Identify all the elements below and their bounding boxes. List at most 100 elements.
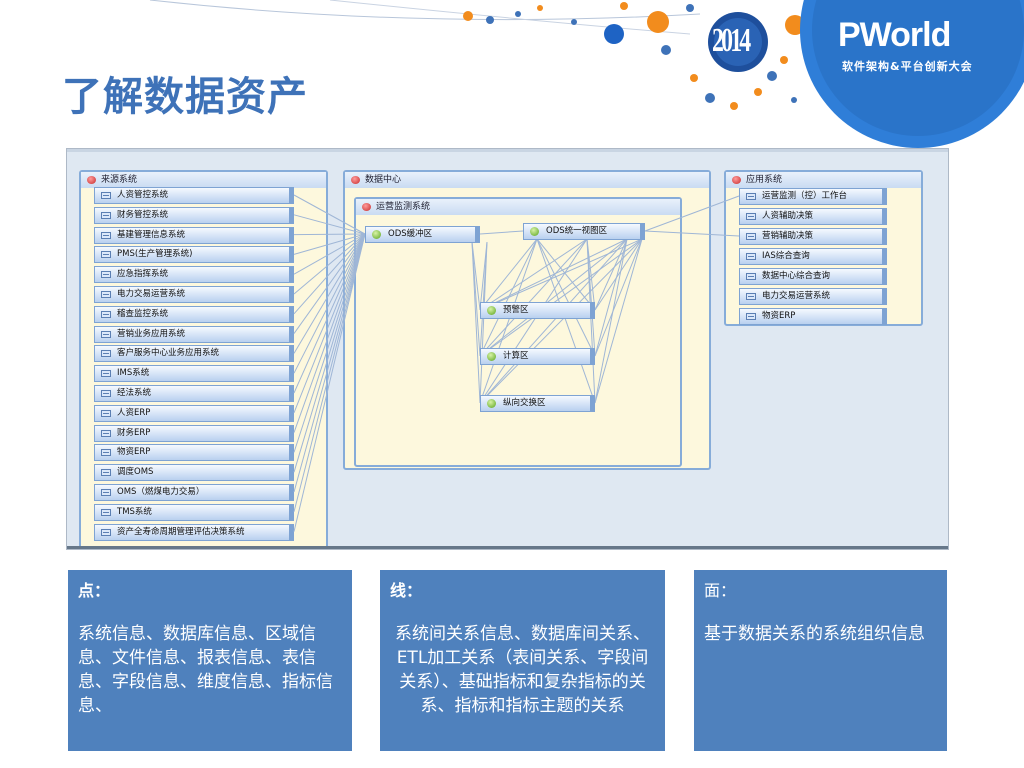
table-icon bbox=[101, 390, 111, 397]
table-icon bbox=[746, 193, 756, 200]
app-item-1-label: 运营监测（控）工作台 bbox=[762, 191, 848, 201]
source-item-18[interactable]: 资产全寿命周期管理评估决策系统 bbox=[94, 523, 294, 541]
app-item-7-label: 物资ERP bbox=[762, 311, 796, 321]
source-item-13[interactable]: 财务ERP bbox=[94, 424, 294, 442]
node-edge-marker bbox=[289, 306, 293, 322]
app-item-6[interactable]: 电力交易运营系统 bbox=[739, 288, 887, 305]
expand-plus-icon bbox=[487, 306, 496, 315]
source-item-6[interactable]: 电力交易运营系统 bbox=[94, 286, 294, 303]
ops-monitor-header[interactable]: 运营监测系统 bbox=[356, 199, 680, 215]
table-icon bbox=[101, 330, 111, 338]
table-icon bbox=[101, 350, 111, 358]
table-icon bbox=[101, 271, 111, 279]
table-icon bbox=[101, 251, 111, 259]
node-edge-marker bbox=[640, 224, 644, 239]
ods-buffer-node-label: ODS缓冲区 bbox=[388, 229, 433, 239]
app-item-7[interactable]: 物资ERP bbox=[739, 308, 887, 325]
table-icon bbox=[101, 231, 111, 239]
source-item-2[interactable]: 财务管控系统 bbox=[94, 206, 294, 224]
node-edge-marker bbox=[289, 485, 293, 500]
alert-zone-node[interactable]: 预警区 bbox=[480, 302, 595, 319]
collapse-dot-icon[interactable] bbox=[351, 176, 360, 184]
vertical-exchange-node-label: 纵向交换区 bbox=[503, 398, 546, 408]
app-item-3-label: 营销辅助决策 bbox=[762, 231, 814, 241]
slide-title: 了解数据资产 bbox=[62, 74, 308, 120]
header-decoration bbox=[149, 0, 1024, 148]
card-surface: 面： 基于数据关系的系统组织信息 bbox=[694, 570, 947, 751]
source-item-15[interactable]: 调度OMS bbox=[94, 464, 294, 482]
node-edge-marker bbox=[882, 209, 886, 224]
source-systems-header[interactable]: 来源系统 bbox=[81, 172, 326, 188]
expand-plus-icon bbox=[487, 352, 496, 361]
table-icon bbox=[101, 528, 111, 536]
node-edge-marker bbox=[882, 289, 886, 304]
table-icon bbox=[746, 313, 756, 320]
app-systems-header[interactable]: 应用系统 bbox=[726, 172, 921, 188]
table-icon bbox=[746, 273, 756, 280]
source-item-1[interactable]: 人资管控系统 bbox=[94, 187, 294, 204]
source-item-5[interactable]: 应急指挥系统 bbox=[94, 266, 294, 284]
table-icon bbox=[746, 293, 756, 300]
node-edge-marker bbox=[882, 249, 886, 264]
app-item-1[interactable]: 运营监测（控）工作台 bbox=[739, 188, 887, 205]
source-item-9[interactable]: 客户服务中心业务应用系统 bbox=[94, 345, 294, 363]
source-item-11[interactable]: 经法系统 bbox=[94, 385, 294, 402]
source-item-12[interactable]: 人资ERP bbox=[94, 404, 294, 422]
node-edge-marker bbox=[289, 386, 293, 401]
table-icon bbox=[101, 508, 111, 516]
app-systems-title: 应用系统 bbox=[746, 175, 783, 185]
card-points: 点： 系统信息、数据库信息、区域信息、文件信息、报表信息、表信息、字段信息、维度… bbox=[68, 570, 352, 751]
node-edge-marker bbox=[882, 269, 886, 284]
ods-buffer-node[interactable]: ODS缓冲区 bbox=[365, 226, 480, 243]
ods-unified-view-node-label: ODS统一视图区 bbox=[546, 226, 608, 236]
table-icon bbox=[746, 233, 756, 240]
node-edge-marker bbox=[289, 346, 293, 362]
source-item-8[interactable]: 营销业务应用系统 bbox=[94, 325, 294, 343]
source-item-14[interactable]: 物资ERP bbox=[94, 444, 294, 462]
compute-zone-node[interactable]: 计算区 bbox=[480, 348, 595, 365]
source-item-16-label: OMS（燃煤电力交易） bbox=[117, 487, 205, 497]
table-icon bbox=[746, 213, 756, 220]
app-item-4-label: IAS综合查询 bbox=[762, 251, 810, 261]
node-edge-marker bbox=[289, 188, 293, 203]
source-item-4-label: PMS(生产管理系统) bbox=[117, 249, 193, 260]
app-item-2-label: 人资辅助决策 bbox=[762, 211, 814, 221]
source-item-1-label: 人资管控系统 bbox=[117, 190, 169, 200]
app-item-3[interactable]: 营销辅助决策 bbox=[739, 228, 887, 245]
datacenter-title: 数据中心 bbox=[365, 175, 402, 185]
collapse-dot-icon[interactable] bbox=[87, 176, 96, 184]
card-surface-title: 面： bbox=[704, 581, 737, 600]
table-icon bbox=[101, 409, 111, 417]
collapse-dot-icon[interactable] bbox=[362, 203, 371, 211]
source-item-4[interactable]: PMS(生产管理系统) bbox=[94, 246, 294, 264]
node-edge-marker bbox=[882, 309, 886, 324]
node-edge-marker bbox=[882, 229, 886, 244]
source-item-7[interactable]: 稽查监控系统 bbox=[94, 305, 294, 323]
app-item-2[interactable]: 人资辅助决策 bbox=[739, 208, 887, 225]
node-edge-marker bbox=[590, 303, 594, 318]
card-lines-body: 系统间关系信息、数据库间关系、 ETL加工关系（表间关系、字段间关系）、基础指标… bbox=[395, 624, 650, 716]
table-icon bbox=[101, 449, 111, 457]
table-icon bbox=[101, 469, 111, 477]
app-item-5[interactable]: 数据中心综合查询 bbox=[739, 268, 887, 285]
card-lines: 线： 系统间关系信息、数据库间关系、 ETL加工关系（表间关系、字段间关系）、基… bbox=[380, 570, 665, 751]
expand-plus-icon bbox=[372, 230, 381, 239]
source-item-3[interactable]: 基建管理信息系统 bbox=[94, 226, 294, 244]
source-item-10[interactable]: IMS系统 bbox=[94, 365, 294, 383]
node-edge-marker bbox=[289, 445, 293, 461]
app-item-4[interactable]: IAS综合查询 bbox=[739, 248, 887, 265]
table-icon bbox=[101, 429, 111, 437]
source-item-16[interactable]: OMS（燃煤电力交易） bbox=[94, 484, 294, 501]
card-points-body: 系统信息、数据库信息、区域信息、文件信息、报表信息、表信息、字段信息、维度信息、… bbox=[78, 624, 333, 716]
source-item-17[interactable]: TMS系统 bbox=[94, 503, 294, 521]
card-points-title: 点： bbox=[78, 581, 111, 600]
node-edge-marker bbox=[289, 366, 293, 382]
source-item-14-label: 物资ERP bbox=[117, 447, 151, 458]
node-edge-marker bbox=[289, 425, 293, 441]
vertical-exchange-node[interactable]: 纵向交换区 bbox=[480, 395, 595, 412]
datacenter-header[interactable]: 数据中心 bbox=[345, 172, 709, 188]
collapse-dot-icon[interactable] bbox=[732, 176, 741, 184]
node-edge-marker bbox=[289, 326, 293, 342]
ods-unified-view-node[interactable]: ODS统一视图区 bbox=[523, 223, 645, 240]
source-item-2-label: 财务管控系统 bbox=[117, 209, 169, 220]
